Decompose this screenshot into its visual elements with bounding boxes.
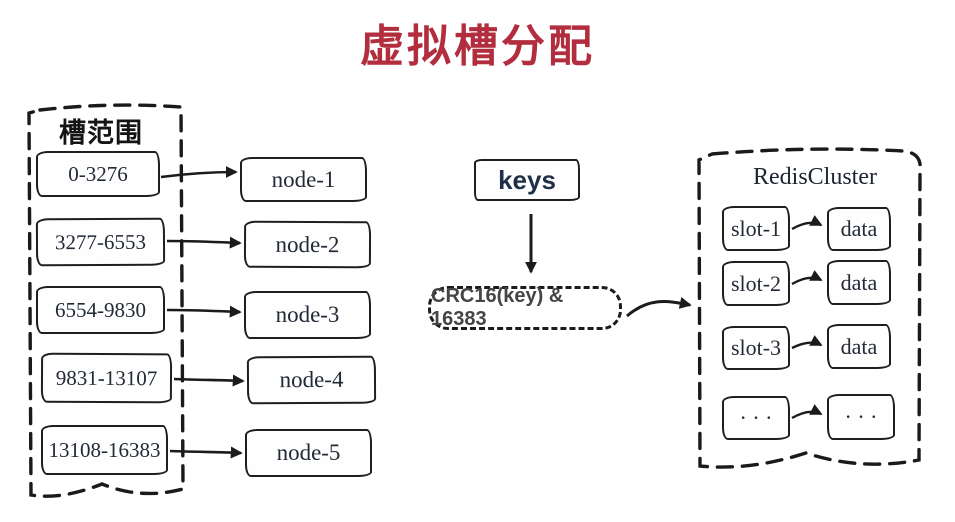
slot-box: · · · (722, 396, 790, 440)
page-title: 虚拟槽分配 (360, 22, 595, 71)
node-box: node-3 (244, 291, 371, 339)
redis-cluster-container-border (697, 147, 922, 469)
slot-range-container-border (27, 103, 185, 498)
slot-box: slot-3 (722, 326, 790, 370)
arrow-range3-node3 (173, 374, 245, 387)
crc16-formula-box: CRC16(key) & 16383 (428, 285, 622, 330)
node-box: node-5 (245, 429, 372, 477)
node-box: node-2 (243, 220, 372, 269)
arrow-range0-node0 (160, 166, 238, 179)
slot-range-panel-label: 槽范围 (59, 117, 143, 148)
arrow-slot0-data0 (791, 215, 823, 231)
data-box: data (827, 207, 891, 251)
slot-range-box: 3277-6553 (35, 217, 166, 267)
slot-range-box: 0-3276 (36, 151, 160, 197)
slot-range-box: 13108-16383 (41, 425, 168, 475)
arrow-slot1-data1 (791, 270, 823, 286)
node-box: node-4 (246, 355, 377, 405)
keys-box: keys (474, 159, 580, 201)
slot-range-box: 9831-13107 (40, 352, 173, 404)
arrow-range1-node1 (166, 236, 242, 249)
arrow-slot3-data3 (791, 404, 823, 420)
redis-cluster-panel-label: RedisCluster (753, 163, 877, 190)
arrow-range4-node4 (169, 446, 243, 459)
data-box: · · · (827, 394, 895, 440)
arrow-crc-cluster (626, 297, 692, 318)
slot-box: slot-1 (722, 206, 790, 251)
slot-range-box: 6554-9830 (36, 286, 165, 334)
slot-box: slot-2 (722, 261, 790, 306)
arrow-slot2-data2 (791, 335, 823, 350)
node-box: node-1 (240, 157, 367, 202)
data-box: data (827, 324, 891, 369)
data-box: data (827, 260, 891, 305)
arrow-range2-node2 (166, 305, 242, 318)
